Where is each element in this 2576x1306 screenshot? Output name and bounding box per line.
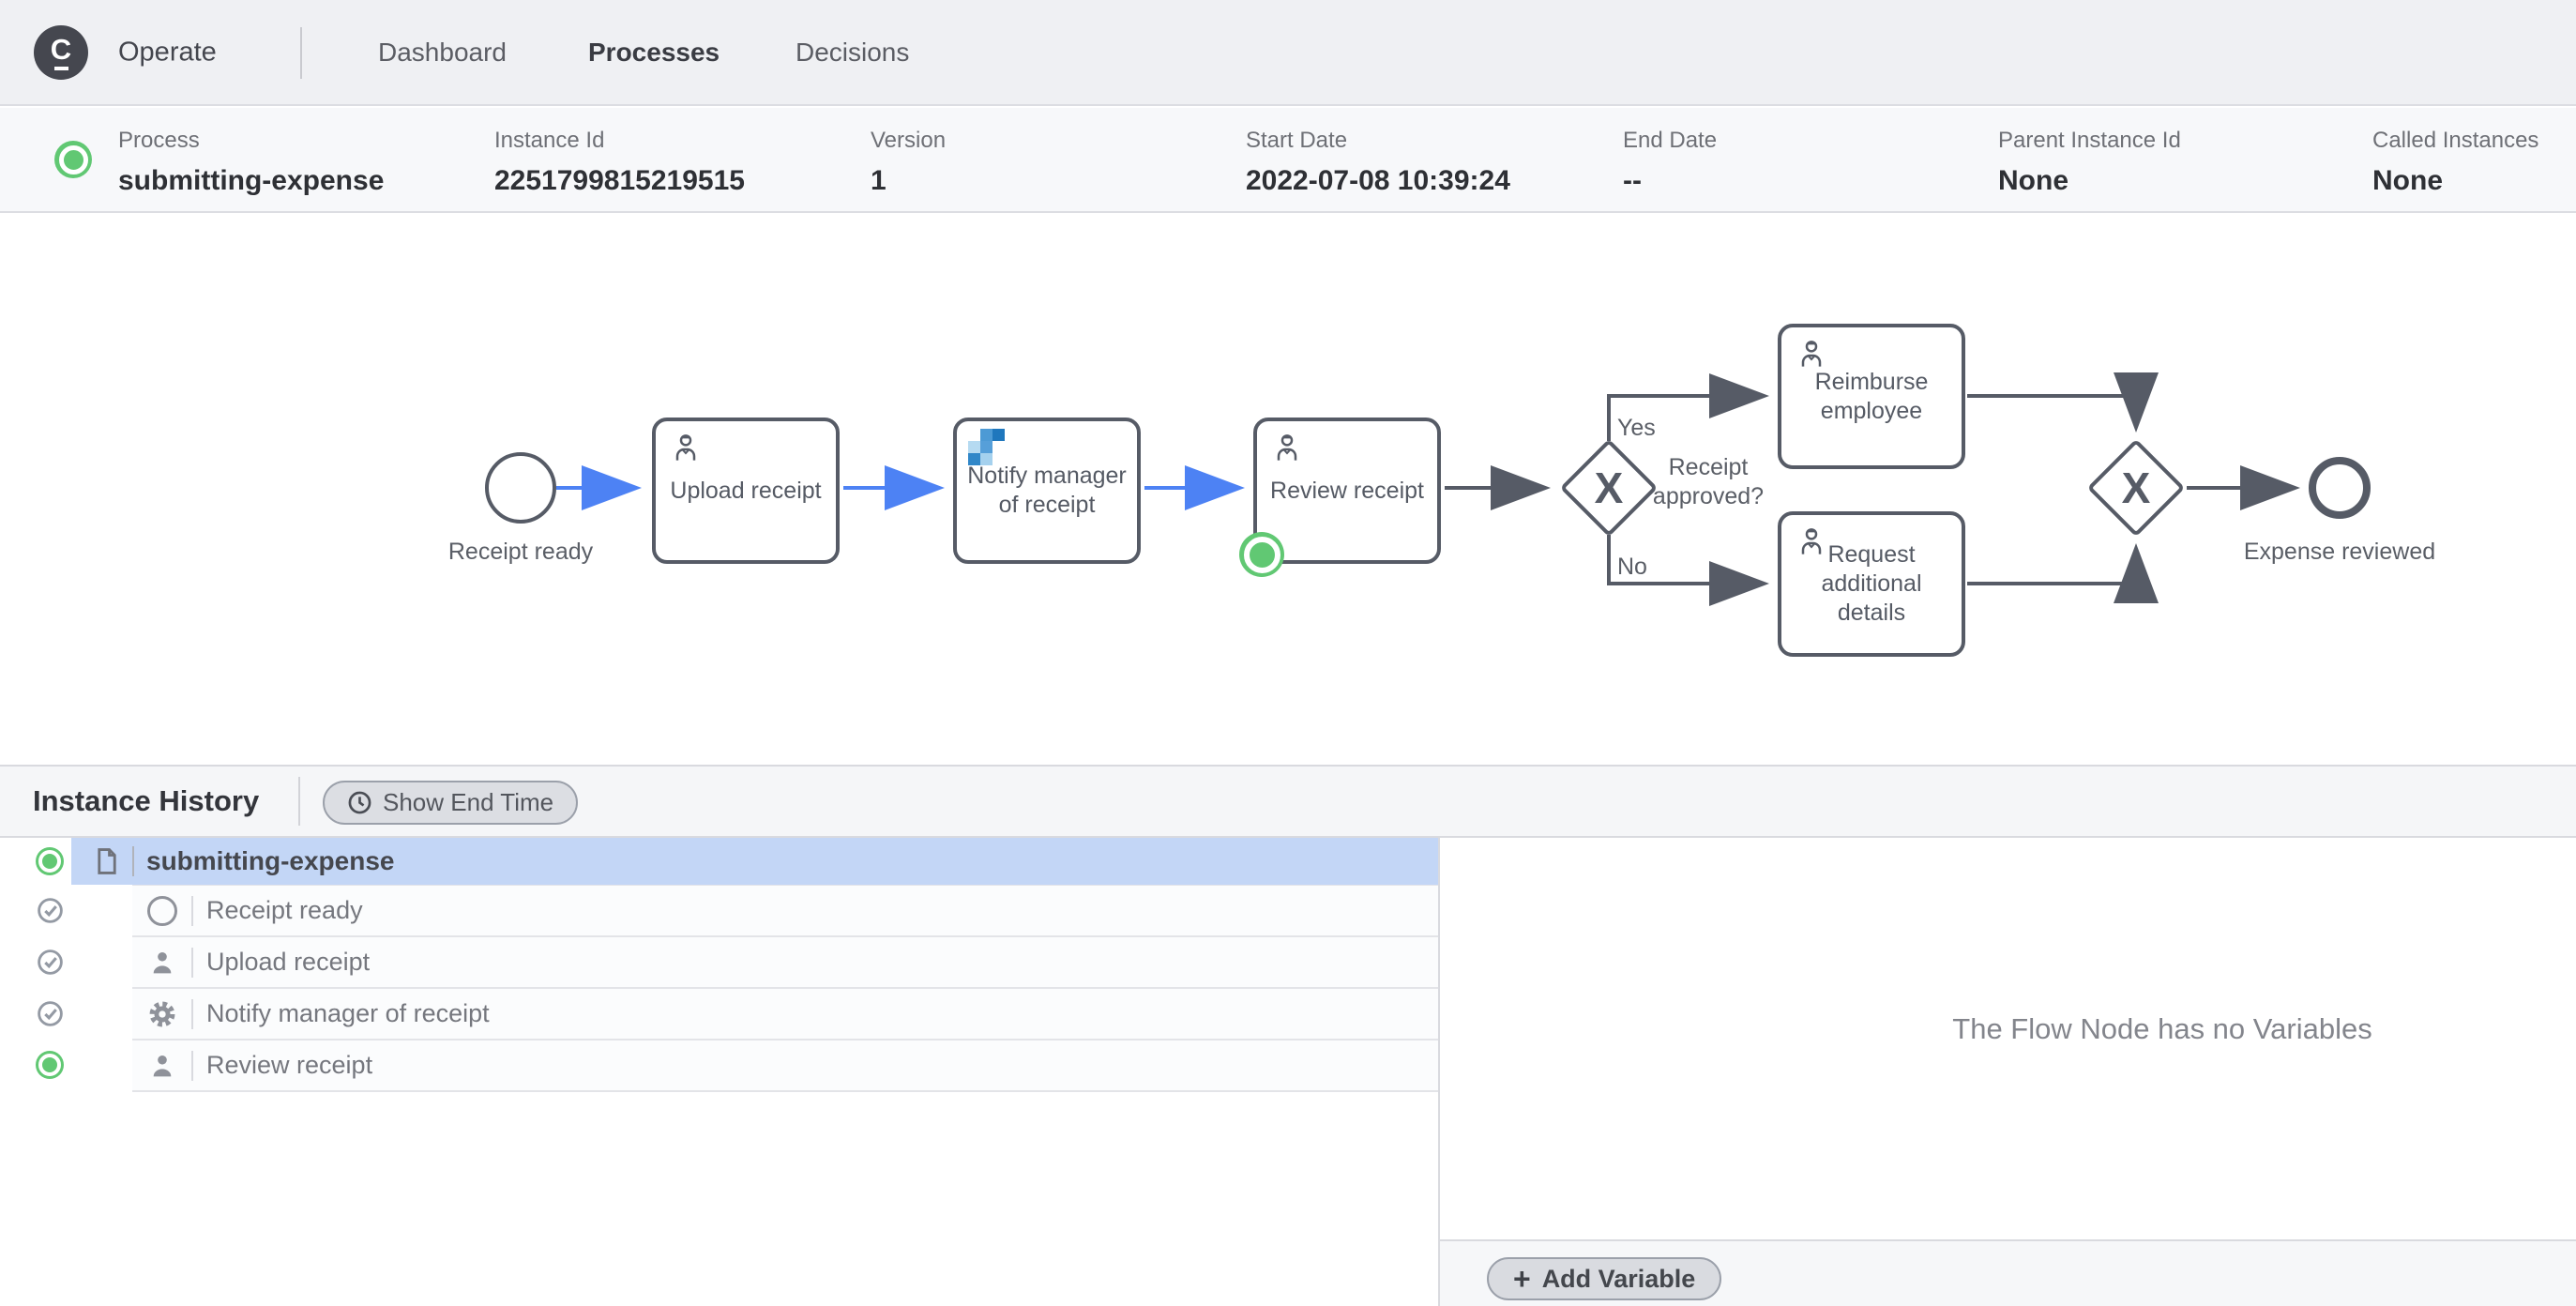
nav-link-processes[interactable]: Processes	[588, 37, 720, 67]
field-label: Parent Instance Id	[1998, 128, 2181, 153]
state-completed-icon	[38, 949, 63, 975]
instance-header-bar: Process submitting-expense Instance Id 2…	[0, 108, 2576, 213]
instance-active-state-icon	[54, 141, 92, 178]
bpmn-diagram-canvas[interactable]: Receipt ready Upload receipt Notify mana…	[0, 213, 2576, 765]
row-separator	[191, 998, 193, 1029]
user-task-icon	[144, 1048, 180, 1084]
user-task-icon	[1801, 527, 1822, 555]
state-active-icon	[36, 847, 64, 875]
flow-label-yes: Yes	[1617, 415, 1656, 441]
show-end-time-button[interactable]: Show End Time	[323, 781, 579, 825]
field-value: submitting-expense	[118, 165, 385, 196]
history-row-upload-receipt[interactable]: Upload receipt	[132, 937, 1438, 989]
show-end-time-label: Show End Time	[383, 788, 554, 816]
state-completed-icon	[38, 898, 63, 923]
service-task-gear-icon	[144, 996, 180, 1032]
nav-divider	[300, 27, 302, 79]
history-row-process-selected[interactable]: submitting-expense	[71, 838, 1438, 885]
active-token-badge	[1239, 532, 1284, 577]
field-value: 2251799815219515	[494, 165, 745, 196]
field-start-date: Start Date 2022-07-08 10:39:24	[1246, 128, 1510, 197]
field-value: --	[1623, 165, 1642, 196]
user-task-icon	[144, 945, 180, 980]
row-separator	[191, 895, 193, 926]
task-label: Upload receipt	[670, 477, 822, 504]
variables-panel: The Flow Node has no Variables + Add Var…	[1440, 838, 2576, 1306]
nav-link-decisions[interactable]: Decisions	[796, 37, 910, 67]
task-reimburse-employee[interactable]: Reimburse employee	[1778, 324, 1965, 469]
field-label: Called Instances	[2372, 128, 2539, 153]
gateway-x-symbol: X	[2121, 463, 2151, 512]
history-row-review-receipt[interactable]: Review receipt	[132, 1040, 1438, 1092]
task-label: Request additional details	[1821, 541, 1922, 626]
row-separator	[191, 947, 193, 978]
row-separator	[191, 1050, 193, 1081]
clock-icon	[348, 791, 371, 814]
field-version: Version 1	[871, 128, 946, 197]
variables-empty-message: The Flow Node has no Variables	[1952, 1012, 2372, 1045]
start-event-receipt-ready[interactable]	[485, 452, 556, 524]
plus-icon: +	[1513, 1262, 1531, 1296]
field-instance-id: Instance Id 2251799815219515	[494, 128, 745, 197]
logo-underscore	[53, 66, 68, 70]
field-parent-instance-id: Parent Instance Id None	[1998, 128, 2181, 197]
instance-history-title: Instance History	[33, 784, 260, 817]
nav-link-dashboard[interactable]: Dashboard	[378, 37, 507, 67]
field-label: Start Date	[1246, 128, 1348, 153]
task-label: Notify manager of receipt	[967, 463, 1127, 518]
task-label: Review receipt	[1270, 477, 1424, 504]
end-event-expense-reviewed[interactable]	[2309, 457, 2371, 519]
instance-history-header: Instance History Show End Time	[0, 765, 2576, 838]
panel-divider	[1438, 838, 1440, 1306]
history-row-label: Receipt ready	[206, 896, 363, 924]
process-document-icon	[98, 848, 116, 874]
gateway-x-symbol: X	[1594, 463, 1624, 512]
history-row-label: submitting-expense	[146, 846, 395, 875]
top-nav-bar: C Operate Dashboard Processes Decisions	[0, 0, 2576, 106]
user-task-icon	[1277, 433, 1297, 462]
service-task-icon	[968, 429, 1006, 466]
task-notify-manager[interactable]: Notify manager of receipt	[953, 418, 1141, 564]
field-label: End Date	[1623, 128, 1718, 153]
state-completed-icon	[38, 1001, 63, 1026]
gateway-label: Receipt approved?	[1652, 454, 1765, 509]
instance-history-panel: submitting-expense Receipt ready Upload …	[0, 838, 1438, 1306]
field-value: None	[2372, 165, 2443, 196]
task-review-receipt[interactable]: Review receipt	[1239, 418, 1441, 577]
field-process: Process submitting-expense	[118, 128, 384, 197]
history-row-label: Notify manager of receipt	[206, 999, 490, 1027]
history-row-notify-manager[interactable]: Notify manager of receipt	[132, 989, 1438, 1040]
field-label: Version	[871, 128, 947, 153]
end-event-label: Expense reviewed	[2243, 539, 2436, 565]
add-variable-button[interactable]: + Add Variable	[1487, 1257, 1722, 1300]
field-called-instances: Called Instances None	[2372, 128, 2538, 197]
logo-letter: C	[50, 32, 72, 66]
user-task-icon	[675, 433, 696, 462]
header-divider	[298, 777, 300, 826]
camunda-logo[interactable]: C	[34, 25, 88, 80]
task-request-additional-details[interactable]: Request additional details	[1778, 511, 1965, 657]
variables-footer: + Add Variable	[1440, 1239, 2576, 1306]
task-upload-receipt[interactable]: Upload receipt	[652, 418, 840, 564]
app-title: Operate	[118, 37, 217, 67]
flow-label-no: No	[1617, 554, 1647, 580]
history-row-receipt-ready[interactable]: Receipt ready	[132, 886, 1438, 937]
field-end-date: End Date --	[1623, 128, 1717, 197]
field-value: 2022-07-08 10:39:24	[1246, 165, 1510, 196]
user-task-icon	[1801, 340, 1822, 368]
history-row-label: Review receipt	[206, 1051, 373, 1079]
row-separator	[132, 846, 134, 876]
state-active-icon	[36, 1051, 64, 1079]
sequence-flows	[556, 372, 2300, 606]
field-label: Process	[118, 128, 200, 153]
start-event-icon	[144, 893, 180, 929]
history-row-label: Upload receipt	[206, 948, 371, 976]
history-child-rows: Receipt ready Upload receipt Notify mana…	[132, 885, 1438, 1092]
field-value: None	[1998, 165, 2068, 196]
field-label: Instance Id	[494, 128, 605, 153]
start-event-label: Receipt ready	[447, 539, 594, 565]
task-label: Reimburse employee	[1814, 368, 1929, 424]
add-variable-label: Add Variable	[1541, 1264, 1696, 1293]
field-value: 1	[871, 165, 886, 196]
